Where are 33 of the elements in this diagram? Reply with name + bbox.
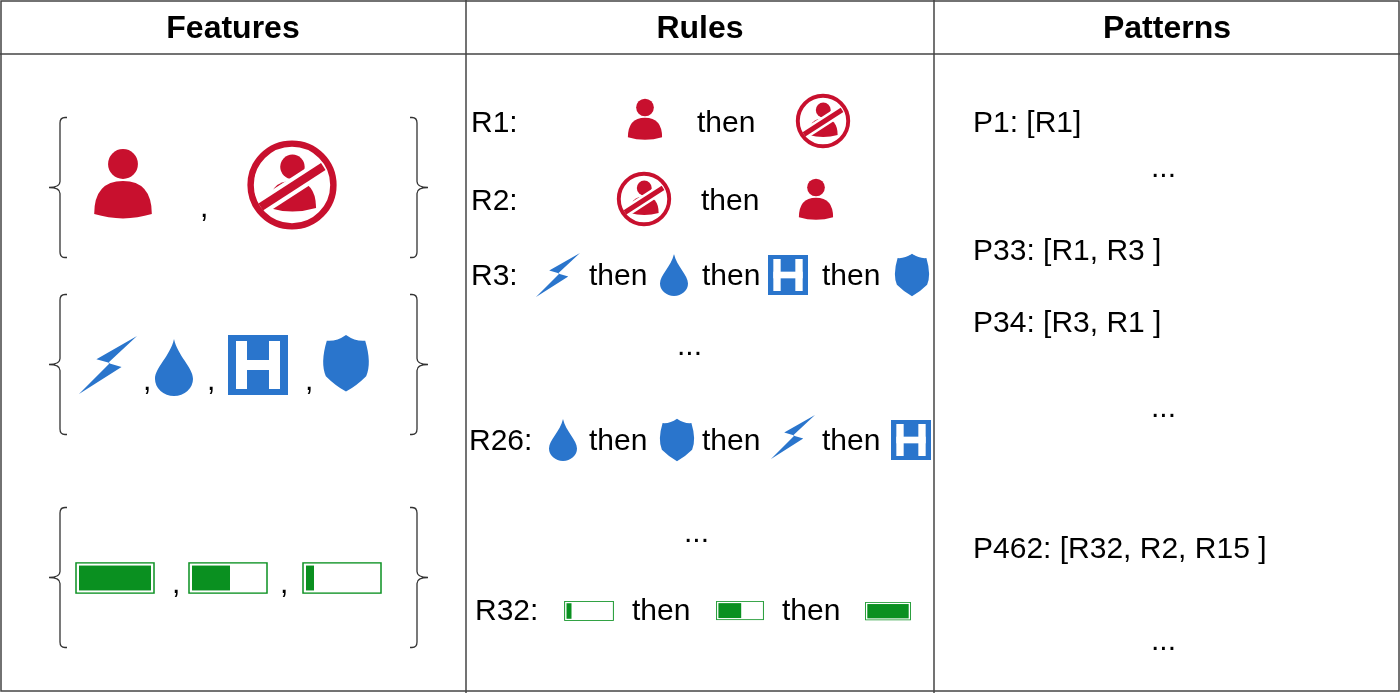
label-text: ... (1151, 389, 1176, 425)
label-text: then (782, 592, 841, 628)
label-text: R32: (475, 592, 539, 628)
label-text: R26: (469, 422, 533, 458)
label-text: R2: (471, 182, 518, 218)
column-header: Features (166, 9, 300, 45)
label-text: then (822, 422, 881, 458)
column-header: Patterns (1103, 9, 1231, 45)
label-text: ... (684, 514, 709, 550)
label-text: R1: (471, 104, 518, 140)
label-text: ... (1151, 622, 1176, 658)
label-text: , (172, 565, 181, 601)
label-text: then (702, 422, 761, 458)
label-text: , (305, 362, 314, 398)
label-text: , (143, 362, 152, 398)
label-text: ... (677, 327, 702, 363)
label-text: then (589, 257, 648, 293)
label-text: then (822, 257, 881, 293)
label-text: then (697, 104, 756, 140)
column-header: Rules (656, 9, 744, 45)
label-text: P462: [R32, R2, R15 ] (973, 530, 1267, 566)
label-text: P34: [R3, R1 ] (973, 304, 1162, 340)
label-text: , (207, 362, 216, 398)
label-text: then (632, 592, 691, 628)
label-text: R3: (471, 257, 518, 293)
label-text: ... (1151, 149, 1176, 185)
label-text: then (702, 257, 761, 293)
label-text: P33: [R1, R3 ] (973, 232, 1162, 268)
label-text: P1: [R1] (973, 104, 1082, 140)
label-text: , (280, 565, 289, 601)
label-text: , (200, 189, 209, 225)
label-text: then (589, 422, 648, 458)
label-text: then (701, 182, 760, 218)
